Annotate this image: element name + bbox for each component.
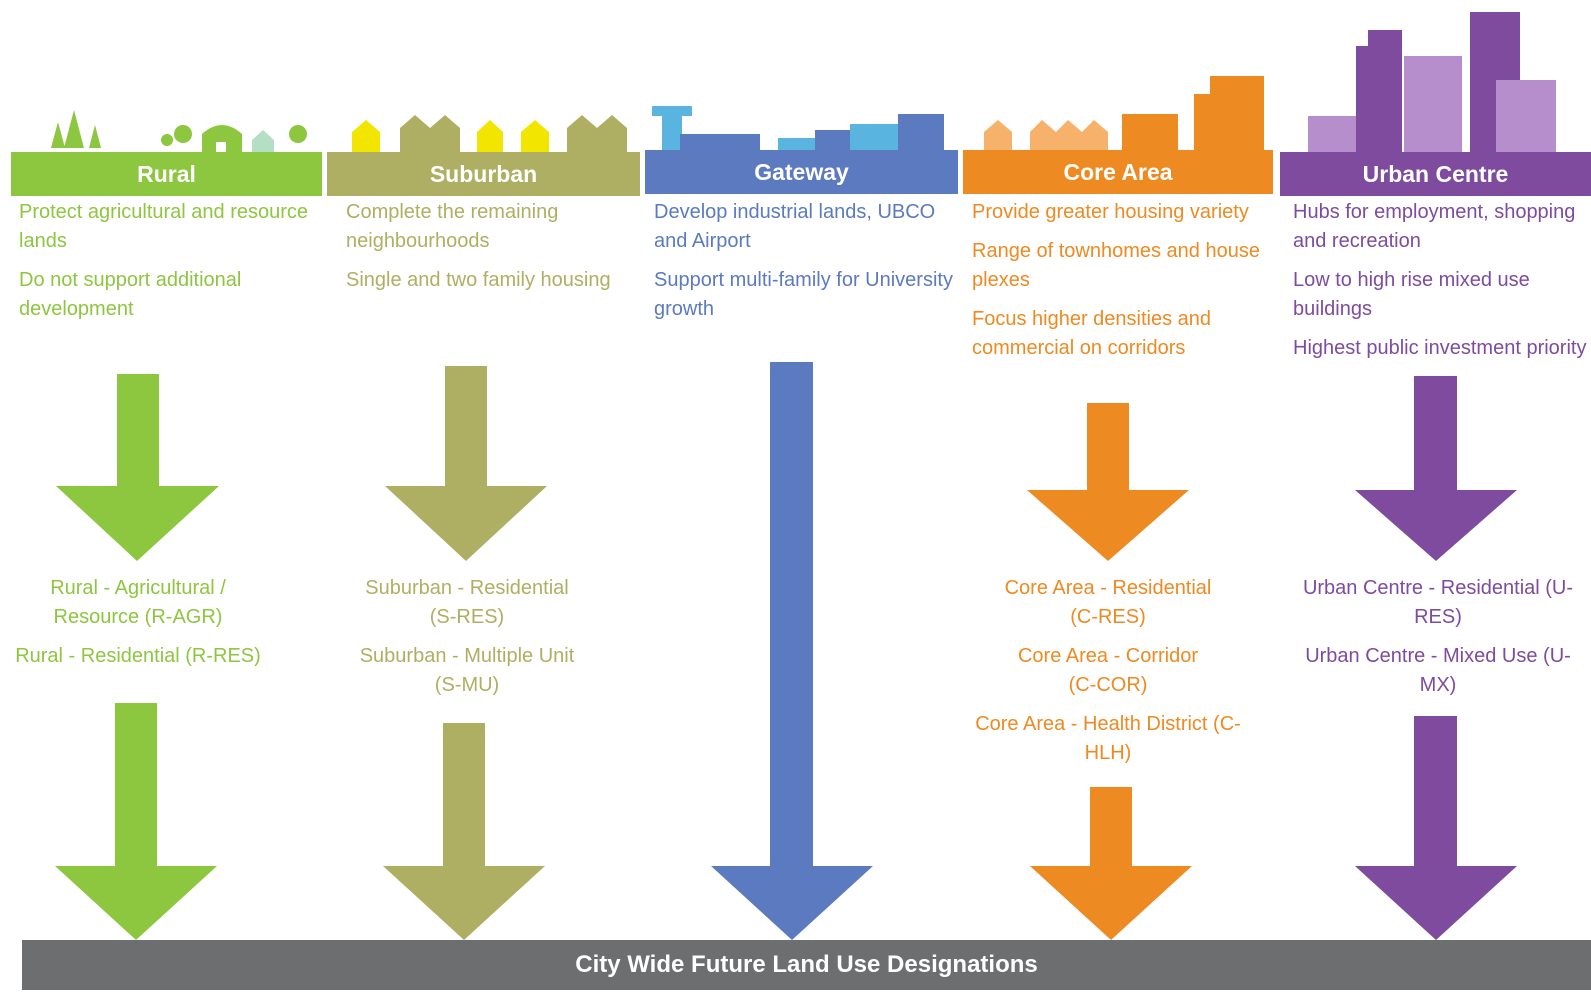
suburban-designations: Suburban - Residential (S-RES) Suburban … <box>336 574 598 710</box>
goal-text: Range of townhomes and house plexes <box>972 240 1260 291</box>
goal-text: Provide greater housing variety <box>972 201 1249 223</box>
rural-arrow-down-icon <box>56 374 219 561</box>
goal-text: Low to high rise mixed use buildings <box>1293 269 1530 320</box>
suburban-arrow-down-icon <box>383 723 545 940</box>
designation-text: Core Area - Health District (C-HLH) <box>975 713 1241 764</box>
goal-text: Complete the remaining neighbourhoods <box>346 201 559 252</box>
suburban-arrow-down-icon <box>385 366 547 561</box>
urban-goals: Hubs for employment, shopping and recrea… <box>1293 198 1588 373</box>
skyline-illustrations <box>51 12 1556 152</box>
gateway-skyline-icon <box>652 106 944 152</box>
goal-text: Develop industrial lands, UBCO and Airpo… <box>654 201 936 252</box>
designation-text: Urban Centre - Mixed Use (U-MX) <box>1305 645 1571 696</box>
gateway-header: Gateway <box>645 150 958 194</box>
footer-bar: City Wide Future Land Use Designations <box>22 940 1591 990</box>
rural-goals: Protect agricultural and resource lands … <box>19 198 319 334</box>
goal-text: Single and two family housing <box>346 269 611 291</box>
designation-text: Core Area - Corridor (C-COR) <box>1017 645 1199 696</box>
rural-arrow-down-icon <box>55 703 217 940</box>
rural-designations: Rural - Agricultural / Resource (R-AGR) … <box>0 574 276 681</box>
gateway-arrow-down-icon <box>711 362 873 940</box>
rural-header: Rural <box>11 152 322 196</box>
goal-text: Highest public investment priority <box>1293 337 1587 359</box>
core-goals: Provide greater housing variety Range of… <box>972 198 1272 373</box>
rural-skyline-icon <box>51 110 307 152</box>
urban-skyline-icon <box>1308 12 1556 152</box>
goal-text: Do not support additional development <box>19 269 242 320</box>
core-arrow-down-icon <box>1030 787 1192 940</box>
goal-text: Hubs for employment, shopping and recrea… <box>1293 201 1576 252</box>
designation-text: Urban Centre - Residential (U-RES) <box>1302 577 1574 628</box>
goal-text: Focus higher densities and commercial on… <box>972 308 1212 359</box>
core-designations: Core Area - Residential (C-RES) Core Are… <box>966 574 1250 778</box>
designation-text: Suburban - Multiple Unit (S-MU) <box>359 645 575 696</box>
goal-text: Protect agricultural and resource lands <box>19 201 309 252</box>
designation-text: Suburban - Residential (S-RES) <box>365 577 569 628</box>
designation-text: Rural - Agricultural / Resource (R-AGR) <box>50 577 226 628</box>
core-arrow-down-icon <box>1027 403 1189 561</box>
designation-text: Rural - Residential (R-RES) <box>15 645 261 667</box>
core-header: Core Area <box>963 150 1273 194</box>
urban-arrow-down-icon <box>1355 716 1517 940</box>
gateway-goals: Develop industrial lands, UBCO and Airpo… <box>654 198 954 334</box>
suburban-header: Suburban <box>327 152 640 196</box>
suburban-goals: Complete the remaining neighbourhoods Si… <box>346 198 636 305</box>
urban-designations: Urban Centre - Residential (U-RES) Urban… <box>1293 574 1583 710</box>
core-skyline-icon <box>984 76 1264 152</box>
urban-header: Urban Centre <box>1280 152 1591 196</box>
designation-text: Core Area - Residential (C-RES) <box>1004 577 1212 628</box>
goal-text: Support multi-family for University grow… <box>654 269 953 320</box>
suburban-skyline-icon <box>352 115 627 152</box>
footer-label: City Wide Future Land Use Designations <box>575 951 1038 978</box>
urban-arrow-down-icon <box>1355 376 1517 561</box>
